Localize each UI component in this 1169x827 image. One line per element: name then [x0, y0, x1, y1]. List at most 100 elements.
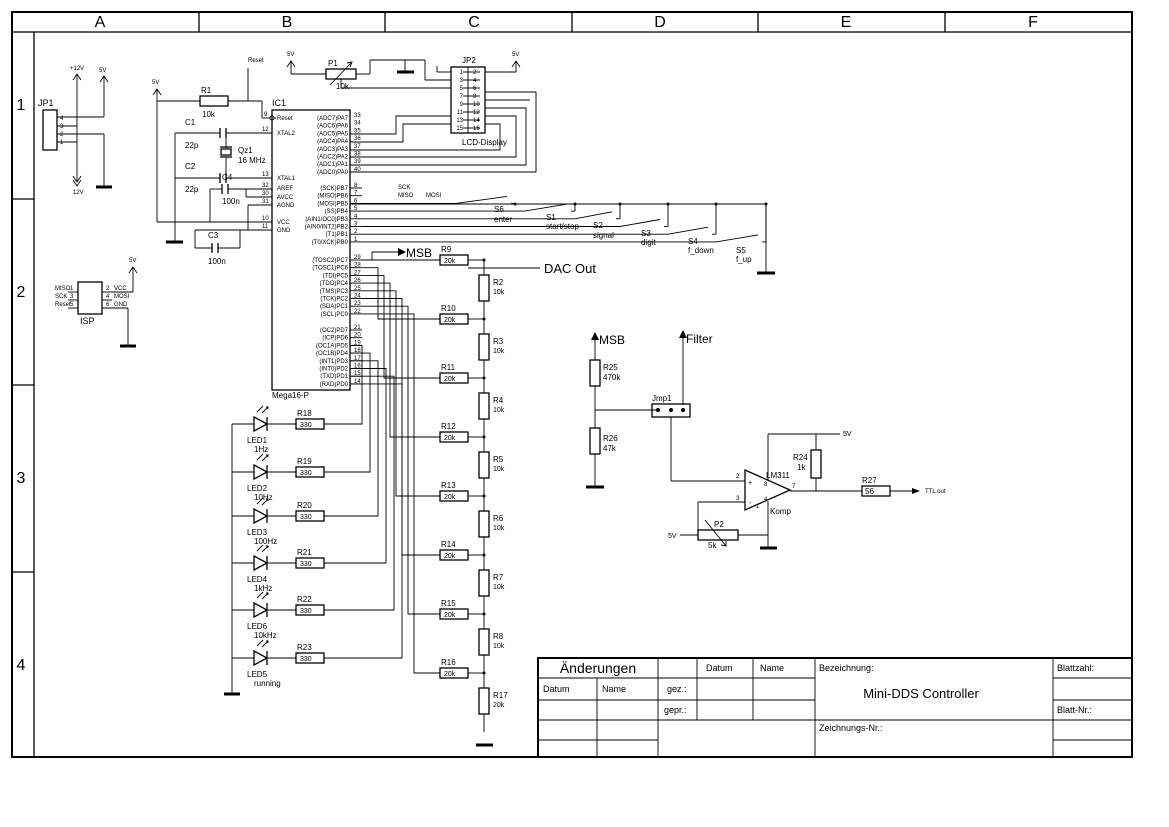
- svg-text:AREF: AREF: [277, 186, 293, 192]
- ic1-pin-name: (TOSC2)PC7: [312, 258, 348, 264]
- resistor-value: 20k: [444, 494, 456, 501]
- ic1-pin-number: 27: [354, 270, 361, 276]
- resistor-name: R23: [297, 643, 312, 652]
- sck-net-label: SCK: [398, 185, 410, 191]
- svg-text:4: 4: [764, 497, 768, 503]
- led-frequency: running: [254, 679, 281, 688]
- resistor-value: 10k: [493, 289, 505, 296]
- row-label-3: 3: [17, 470, 26, 487]
- column-label-e: E: [841, 14, 852, 31]
- dac-ladder: MSB R920kR1020kR1120kR1220kR1320kR1420kR…: [362, 245, 596, 747]
- led-diode: [253, 601, 269, 619]
- svg-text:VCC: VCC: [114, 286, 127, 292]
- svg-text:SCK: SCK: [55, 294, 67, 300]
- jp2-pin-number: 5: [460, 86, 464, 92]
- svg-text:VCC: VCC: [277, 220, 290, 226]
- supply-5v-label: 5V: [99, 68, 106, 74]
- svg-text:Qz1: Qz1: [238, 146, 253, 155]
- resistor-value: 20k: [444, 553, 456, 560]
- ic1-part-label: Mega16-P: [272, 391, 309, 400]
- svg-text:R25: R25: [603, 363, 618, 372]
- column-label-c: C: [468, 14, 480, 31]
- svg-text:3: 3: [60, 124, 64, 130]
- ic1-pin-number: 3: [354, 222, 358, 228]
- switch-name: S6: [494, 205, 504, 214]
- ic1-pin-number: 29: [354, 255, 361, 261]
- ic1-pin-name: (MISO)PB6: [317, 194, 348, 200]
- svg-text:Name: Name: [602, 684, 626, 694]
- led-light-arrow: [261, 406, 269, 414]
- led-wire: [324, 352, 371, 473]
- ladder-wire: [362, 282, 440, 438]
- switch-name: S5: [736, 246, 746, 255]
- ic1-pin-number: 36: [354, 136, 361, 142]
- switch-label: enter: [494, 215, 513, 224]
- ic1-pin-number: 34: [354, 121, 361, 127]
- isp-label: ISP: [80, 316, 95, 326]
- resistor-value: 10k: [493, 643, 505, 650]
- led-wire: [324, 383, 403, 659]
- ic1-pin-number: 19: [354, 340, 361, 346]
- row-label-2: 2: [17, 284, 26, 301]
- svg-text:Blatt-Nr.:: Blatt-Nr.:: [1057, 705, 1092, 715]
- led-name: LED2: [247, 484, 268, 493]
- switch-name: S1: [546, 213, 556, 222]
- led-light-arrow: [256, 591, 264, 599]
- ic1-pin-number: 40: [354, 167, 361, 173]
- svg-text:8: 8: [764, 482, 768, 488]
- mosi-net-label: MOSI: [426, 193, 442, 199]
- filter-label: Filter: [686, 332, 713, 346]
- svg-text:4: 4: [60, 116, 64, 122]
- svg-text:5V: 5V: [668, 533, 677, 540]
- isp-connector: ISP MISO SCK Reset 1 3 5 2 4 6 VCC MOSI …: [55, 258, 138, 348]
- ladder-wire: [362, 274, 440, 379]
- svg-text:MOSI: MOSI: [114, 294, 130, 300]
- ic1-pin-name: (T1)PB1: [326, 232, 349, 238]
- svg-text:31: 31: [262, 199, 269, 205]
- ic1-pin-number: 24: [354, 294, 361, 300]
- resistor-name: R18: [297, 409, 312, 418]
- ic1-pin-number: 4: [354, 214, 358, 220]
- svg-text:R27: R27: [862, 476, 877, 485]
- ic1-pin-name: (OC1B)PD4: [316, 351, 349, 357]
- svg-text:5V: 5V: [512, 52, 519, 58]
- resistor-name: R5: [493, 455, 504, 464]
- resistor-value: 330: [300, 656, 312, 663]
- led-name: LED1: [247, 436, 268, 445]
- switch-label: digit: [641, 238, 656, 247]
- title-block: Änderungen Datum Name Datum Name gez.: g…: [537, 657, 1133, 758]
- jp1-label: JP1: [38, 98, 54, 108]
- svg-text:10k: 10k: [202, 110, 216, 119]
- miso-net-label: MISO: [398, 193, 414, 199]
- ic1-pin-name: (T0/XCK)PB0: [312, 240, 349, 246]
- column-label-d: D: [654, 14, 666, 31]
- svg-text:P1: P1: [328, 59, 338, 68]
- svg-text:Komp: Komp: [770, 507, 791, 516]
- ic1-pin-name: (TCK)PC2: [320, 297, 348, 303]
- lcd-display-caption: LCD-Display: [462, 138, 507, 147]
- ic1-pin-number: 26: [354, 278, 361, 284]
- led-name: LED5: [247, 670, 268, 679]
- ic1-pin-number: 2: [354, 229, 358, 235]
- led-diode: [253, 649, 269, 667]
- ic1-pin-number: 5: [354, 206, 358, 212]
- ic1-pin-number: 37: [354, 144, 361, 150]
- ic1-pin-number: 35: [354, 128, 361, 134]
- led-frequency: 10Hz: [254, 493, 273, 502]
- jp2-pin-number: 4: [473, 78, 477, 84]
- jp2-pin-number: 2: [473, 70, 477, 76]
- svg-text:2: 2: [106, 286, 110, 292]
- led-light-arrow: [256, 453, 264, 461]
- svg-text:Bezeichnung:: Bezeichnung:: [819, 663, 874, 673]
- ic1-pin-name: (ADC1)PA1: [317, 162, 349, 168]
- led-light-arrow: [256, 639, 264, 647]
- svg-text:3: 3: [70, 294, 74, 300]
- resistor-value: 20k: [493, 702, 505, 709]
- resistor-value: 10k: [493, 466, 505, 473]
- jp2-pin-number: 8: [473, 94, 477, 100]
- led-light-arrow: [256, 544, 264, 552]
- svg-text:2: 2: [60, 132, 64, 138]
- ic1-pin-name: (INT1)PD3: [319, 359, 348, 365]
